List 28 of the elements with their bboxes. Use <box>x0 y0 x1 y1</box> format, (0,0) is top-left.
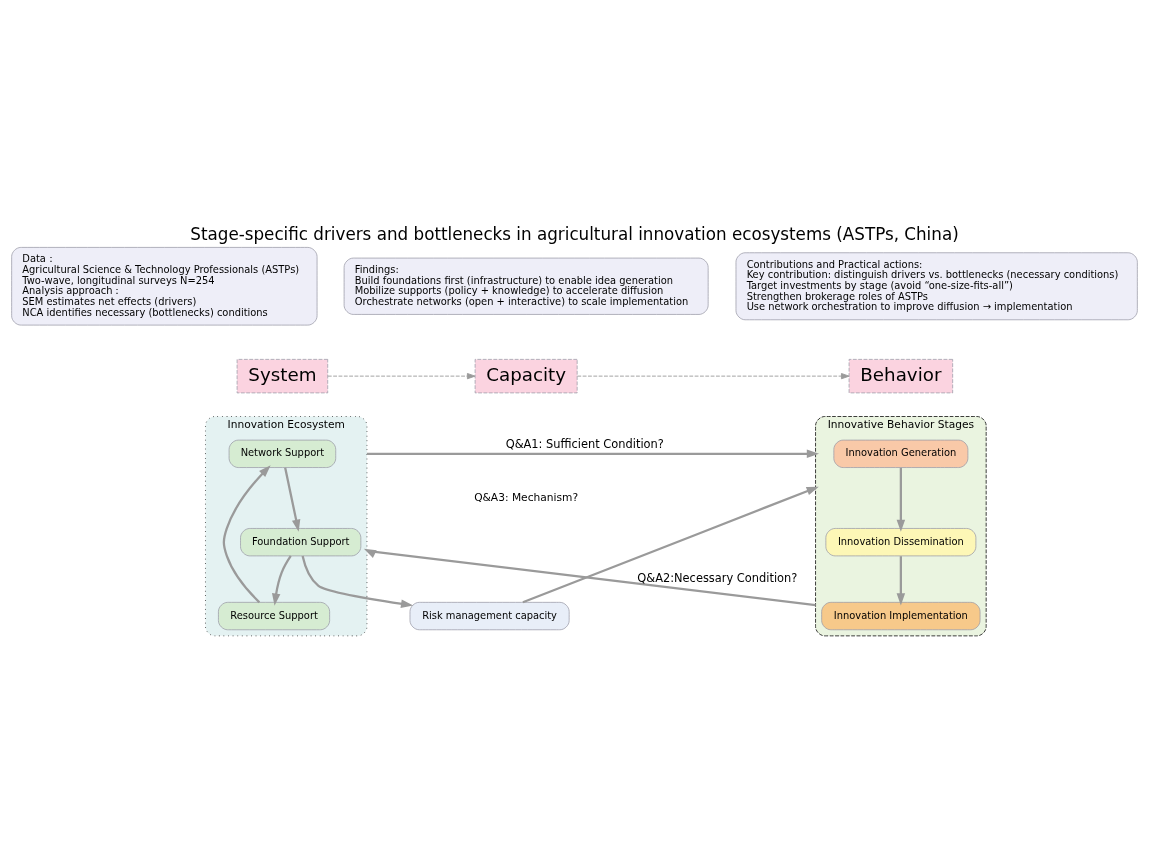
node-box: Innovation Dissemination <box>825 527 977 556</box>
node-box: Resource Support <box>218 601 330 630</box>
edge-label: Q&A2:Necessary Condition? <box>637 570 798 585</box>
label: Q&A3: Mechanism? <box>474 490 579 504</box>
arrow <box>366 449 819 458</box>
node-box: Contributions and Practical actions: Key contribution: distinguish drivers vs. bottlenecks (necessary conditions) Target investments by stage (avoid “one-size-fits-all”) Strengthen brokerage roles of ASTPs Use network orchestration to improve diffusion → implementation <box>735 251 1138 320</box>
arrow <box>271 554 292 606</box>
node-box: System <box>236 358 329 393</box>
edge-label: Q&A1: Sufficient Condition? <box>505 436 664 451</box>
node-box: Innovation Generation <box>833 439 969 468</box>
arrow <box>576 372 850 379</box>
node-box: Innovation Implementation <box>821 601 981 630</box>
arrow <box>363 548 816 606</box>
arrow <box>301 555 414 608</box>
arrow <box>284 467 301 532</box>
node-box: Risk management capacity <box>409 601 570 630</box>
node-box: Foundation Support <box>240 527 362 556</box>
arrow <box>896 555 906 606</box>
node-box: Data： Agricultural Science & Technology Professionals (ASTPs) Two-wave, longitudinal surveys N=254 Analysis approach： SEM estimates net effects (drivers) NCA identifies necessary (bottlenecks) conditions <box>11 246 318 325</box>
arrow <box>896 467 906 532</box>
diagram-title: Stage-specific drivers and bottlenecks in agricultural innovation ecosystems (ASTPs, China) <box>190 223 959 243</box>
arrow <box>327 372 476 379</box>
node-box: Behavior <box>848 358 954 393</box>
arrow <box>522 486 819 603</box>
node-box: Findings: Build foundations first (infrastructure) to enable idea generation Mobilize supports (policy + knowledge) to accelerate diffusion Orchestrate networks (open + interactive) to scale implementation <box>343 257 709 315</box>
node-box: Network Support <box>228 439 337 468</box>
arrow <box>222 464 271 603</box>
node-box: Capacity <box>474 358 578 393</box>
